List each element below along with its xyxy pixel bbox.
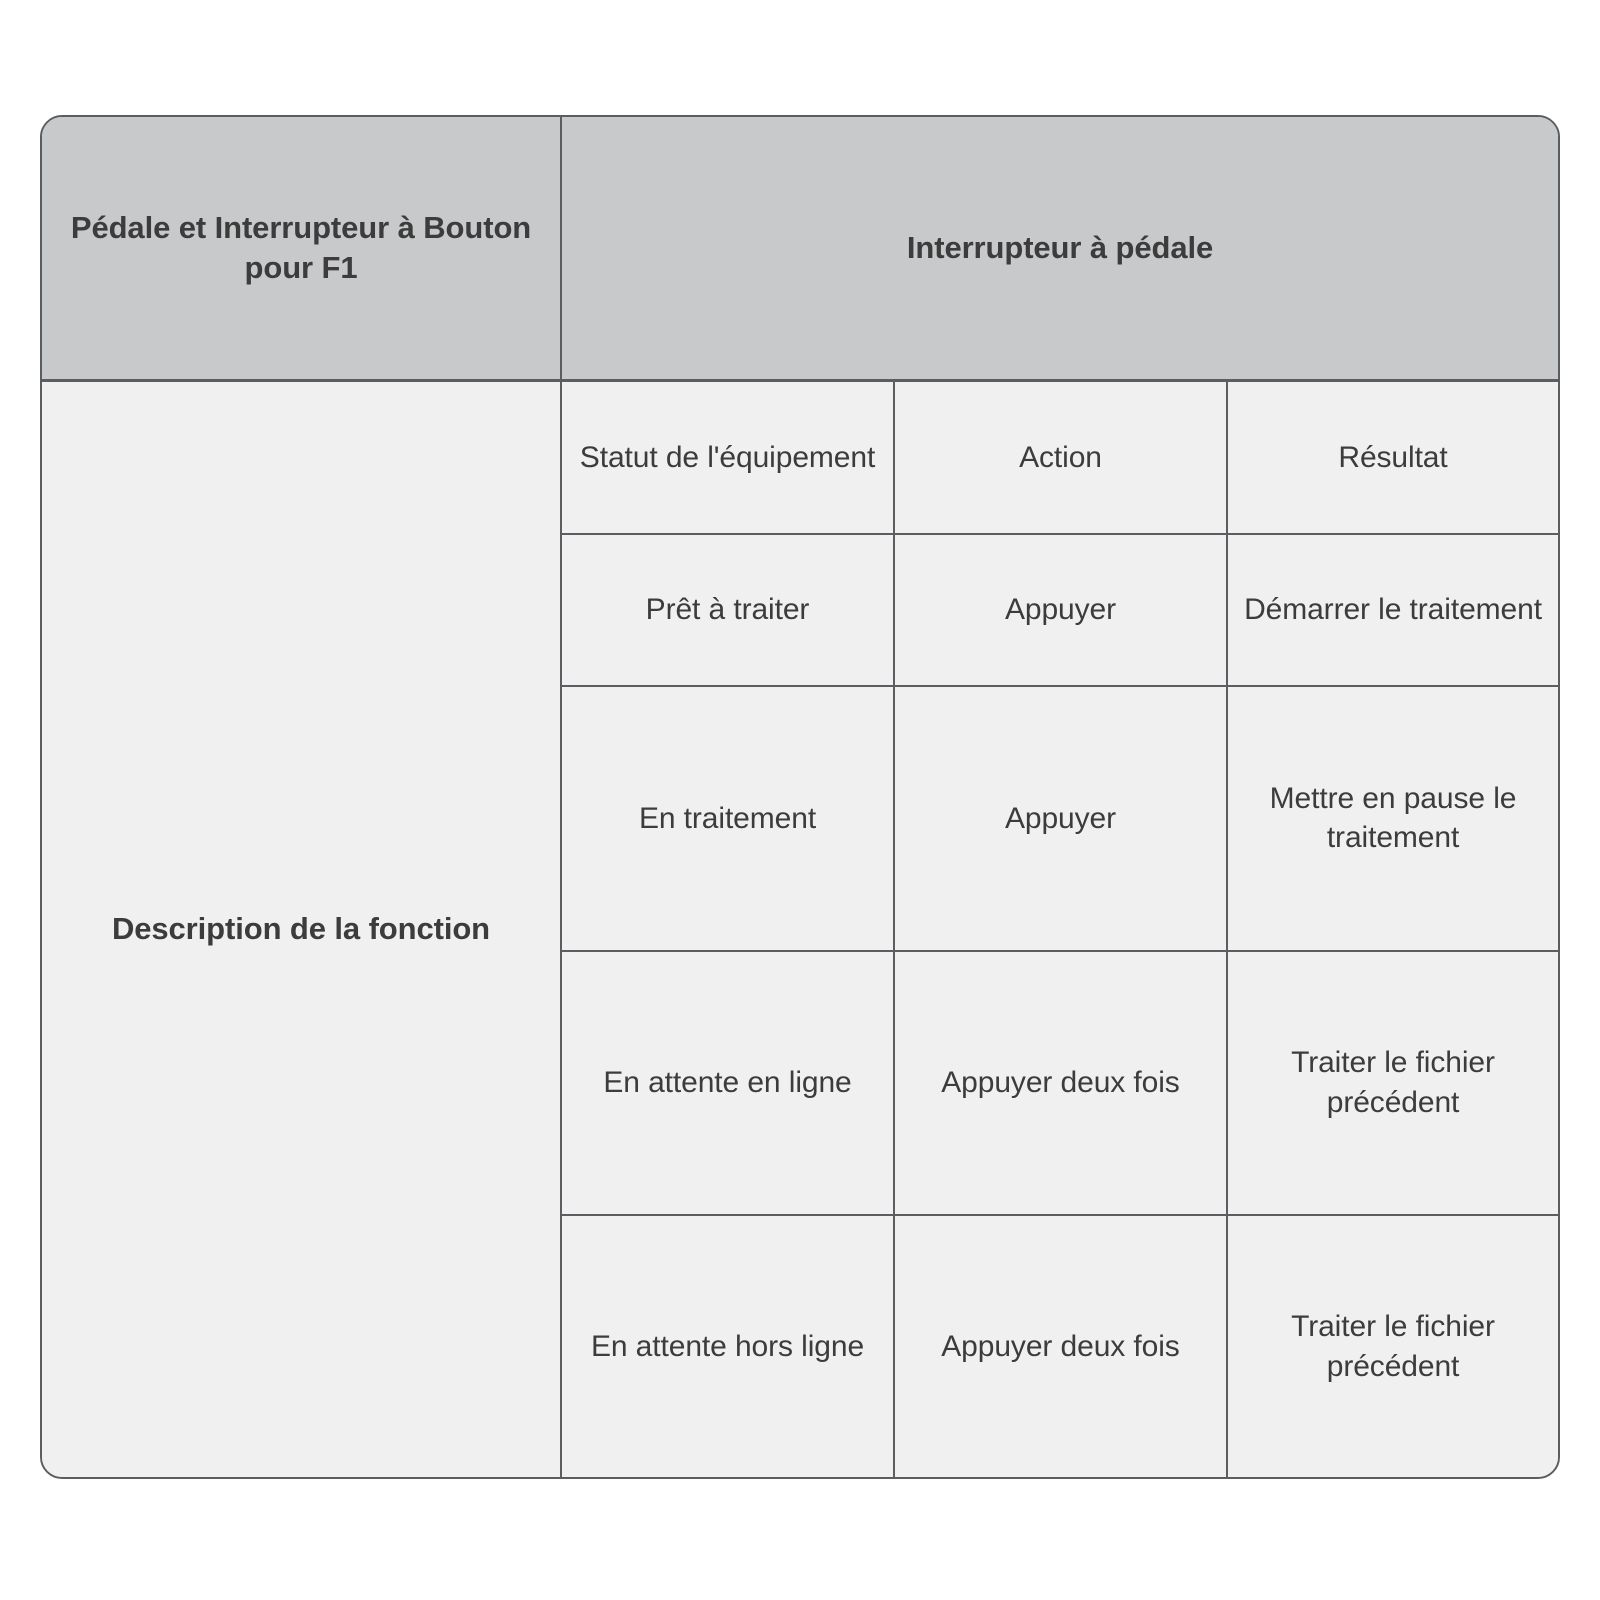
cell-action-press: Appuyer [894,534,1228,688]
table-row: En attente en ligne Appuyer deux fois Tr… [42,950,1558,1217]
column-header-equipment-status: Statut de l'équipement [561,380,895,536]
cell-status-standby-offline: En attente hors ligne [561,1215,895,1477]
cell-status-standby-online: En attente en ligne [561,950,895,1217]
header-cell-device-title: Pédale et Interrupteur à Bouton pour F1 [42,117,562,383]
row-label-function-description: Description de la fonction [42,380,562,1477]
cell-action-press-twice: Appuyer deux fois [894,950,1228,1217]
cell-status-ready: Prêt à traiter [561,534,895,688]
cell-result-start-treatment: Démarrer le traitement [1227,534,1558,688]
pedal-switch-function-table: Pédale et Interrupteur à Bouton pour F1 … [42,117,1558,1477]
cell-result-process-previous-file: Traiter le fichier précédent [1227,950,1558,1217]
table-row: En attente hors ligne Appuyer deux fois … [42,1215,1558,1477]
spec-table-container: Pédale et Interrupteur à Bouton pour F1 … [40,115,1560,1479]
table-row: Description de la fonction Statut de l'é… [42,380,1558,1477]
cell-result-process-previous-file: Traiter le fichier précédent [1227,1215,1558,1477]
table-row: En traitement Appuyer Mettre en pause le… [42,686,1558,952]
cell-status-processing: En traitement [561,686,895,952]
column-header-action: Action [894,380,1228,536]
table-header-row: Pédale et Interrupteur à Bouton pour F1 … [42,117,1558,383]
header-cell-foot-switch: Interrupteur à pédale [561,117,1558,383]
cell-action-press-twice: Appuyer deux fois [894,1215,1228,1477]
cell-result-pause-treatment: Mettre en pause le traitement [1227,686,1558,952]
column-header-result: Résultat [1227,380,1558,536]
cell-action-press: Appuyer [894,686,1228,952]
table-row: Prêt à traiter Appuyer Démarrer le trait… [42,534,1558,688]
